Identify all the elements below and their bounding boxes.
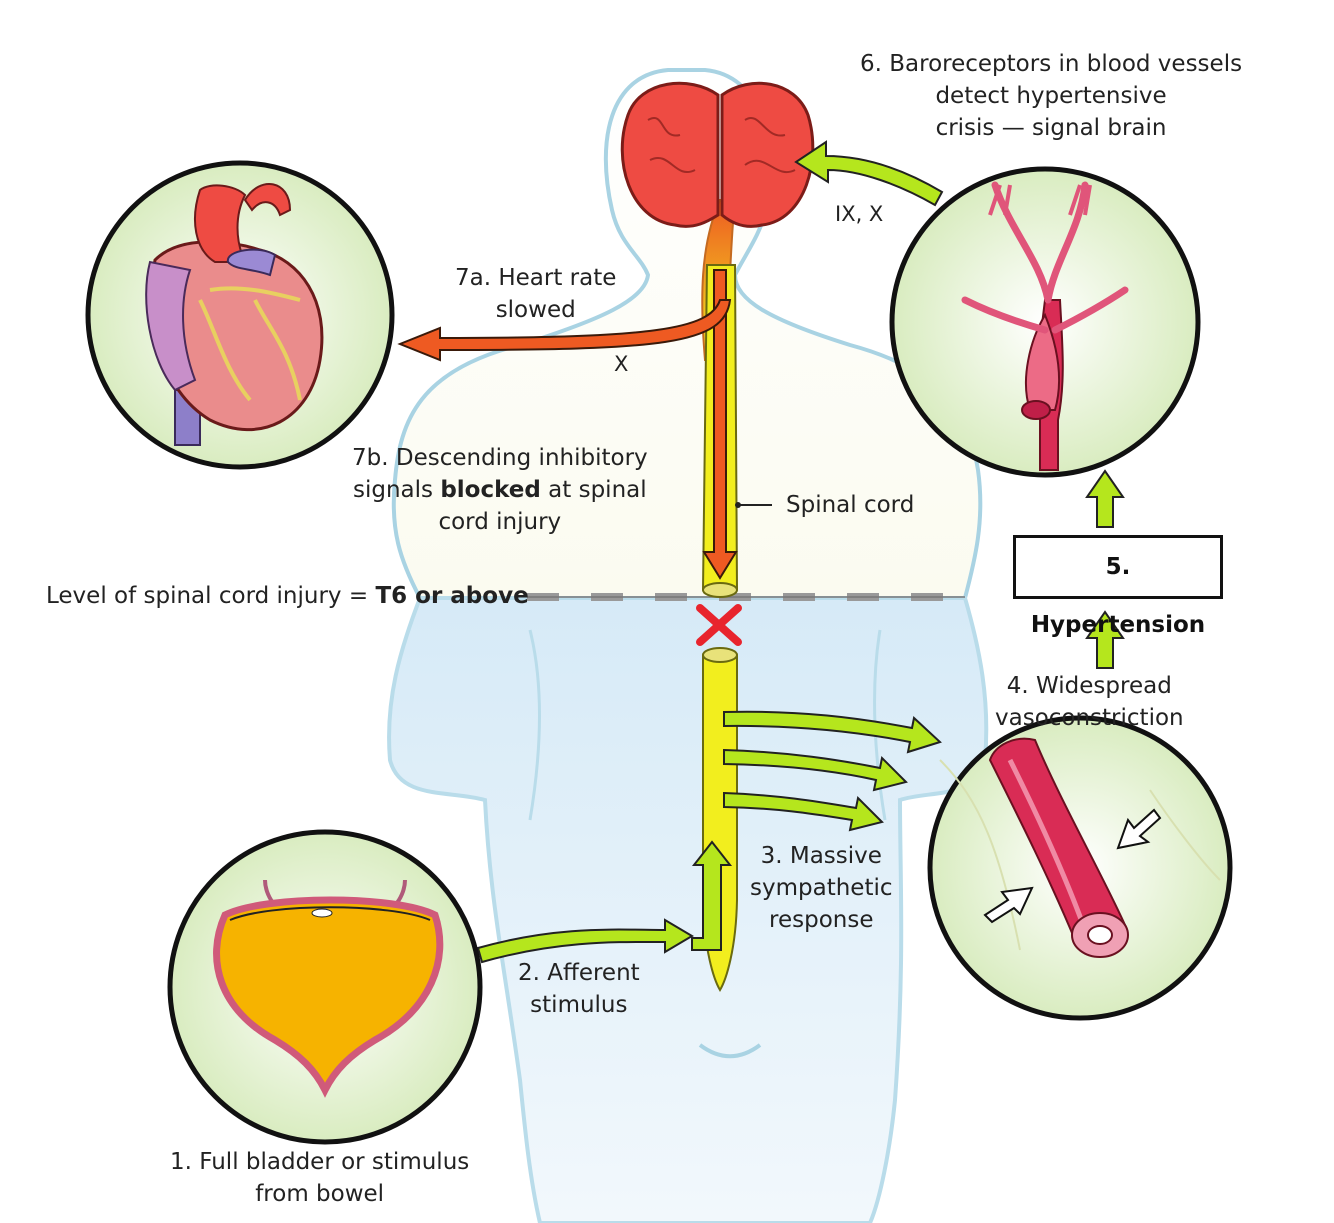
step7a-label: 7a. Heart rate slowed [455, 262, 616, 326]
step3-label: 3. Massive sympathetic response [750, 840, 893, 936]
step6-label: 6. Baroreceptors in blood vessels detect… [860, 48, 1242, 144]
torso-line-left [528, 629, 541, 821]
step3-line3: response [769, 907, 874, 933]
step2-line2: stimulus [530, 992, 628, 1018]
sympathetic-arrows [723, 710, 942, 832]
bladder-circle [167, 829, 483, 1145]
injury-level-pre: Level of spinal cord injury = [46, 583, 376, 609]
vasoconstriction-to-hypertension-arrow [1085, 610, 1125, 669]
spinal-cord-label: Spinal cord [786, 492, 915, 518]
step7b-line2-bold: blocked [440, 477, 541, 503]
baroreceptor-circle [889, 166, 1201, 478]
step7b-line3: cord injury [438, 509, 562, 535]
vasoconstriction-circle [927, 715, 1233, 1021]
nerve-ix-x-label: IX, X [835, 202, 884, 226]
step4-line1: 4. Widespread [1006, 673, 1172, 699]
step1-line2: from bowel [255, 1181, 385, 1207]
step2-label: 2. Afferent stimulus [518, 957, 640, 1021]
baroreceptor-to-brain-arrow [794, 140, 944, 207]
step7a-line2: slowed [495, 297, 576, 323]
afferent-stimulus-arrow [476, 840, 733, 964]
step7a-line1: 7a. Heart rate [455, 265, 617, 291]
step7b-line2: signals blocked at spinal [352, 474, 648, 506]
body-silhouette [387, 68, 989, 1223]
hypertension-to-baroreceptor-arrow [1085, 469, 1125, 528]
nerve-x-label: X [614, 352, 629, 376]
injury-level-bold: T6 or above [375, 583, 529, 609]
step3-line2: sympathetic [750, 875, 893, 901]
step2-line1: 2. Afferent [518, 960, 640, 986]
step6-line2: detect hypertensive [935, 83, 1167, 109]
step6-line3: crisis — signal brain [935, 115, 1167, 141]
step7b-line2-pre: signals [353, 477, 441, 503]
hypertension-box: 5. Hypertension [1013, 535, 1223, 638]
step3-line1: 3. Massive [760, 843, 882, 869]
step6-line1: 6. Baroreceptors in blood vessels [860, 51, 1243, 77]
heart-circle [85, 160, 395, 470]
step4-label: 4. Widespread vasoconstriction [995, 670, 1184, 734]
step7b-line2-post: at spinal [540, 477, 647, 503]
step1-label: 1. Full bladder or stimulus from bowel [170, 1146, 469, 1210]
heart-rate-arrow [397, 299, 732, 362]
injury-level-label: Level of spinal cord injury = T6 or abov… [46, 580, 529, 612]
step7b-label: 7b. Descending inhibitory signals blocke… [352, 442, 648, 538]
descending-inhibitory-arrow [702, 269, 738, 580]
lower-body [387, 596, 989, 1223]
injury-x-mark [696, 604, 742, 646]
step4-line2: vasoconstriction [995, 705, 1184, 731]
step7b-line1: 7b. Descending inhibitory [352, 445, 648, 471]
step1-line1: 1. Full bladder or stimulus [170, 1149, 470, 1175]
navel [698, 1043, 762, 1059]
